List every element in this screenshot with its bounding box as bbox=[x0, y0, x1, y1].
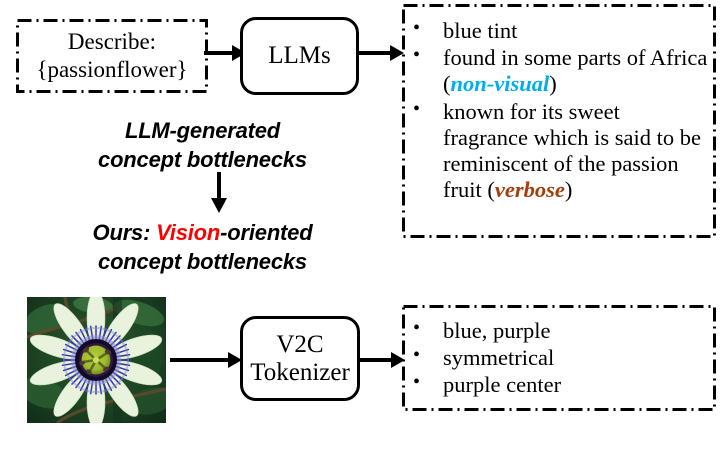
label-llm-generated-line-1: LLM-generated bbox=[124, 118, 281, 143]
bullet-text: symmetrical bbox=[443, 345, 555, 371]
label-ours-vision-line-2: concept bottlenecks bbox=[98, 248, 307, 274]
label-ours-vision-line-1: Ours: Vision-oriented bbox=[0, 219, 565, 248]
arrow-tokenizer-to-output bbox=[357, 352, 405, 368]
bullet-text: found in some parts of Africa ( bbox=[443, 45, 708, 97]
arrow-prompt-to-llm bbox=[204, 45, 246, 61]
llms-box-label: LLMs bbox=[268, 42, 331, 69]
v2c-line-2: Tokenizer bbox=[250, 358, 350, 386]
passionflower-image bbox=[27, 297, 166, 423]
v2c-tokenizer-box: V2C Tokenizer bbox=[240, 316, 360, 401]
llm-output-bullets: blue tint found in some parts of Africa … bbox=[405, 17, 710, 204]
list-item: purple center bbox=[405, 371, 710, 398]
keyword-vision: Vision bbox=[156, 220, 221, 245]
list-item: known for its sweet fragrance which is s… bbox=[405, 98, 710, 204]
prompt-line-2: {passionflower} bbox=[36, 57, 188, 82]
bullet-text: blue, purple bbox=[443, 318, 551, 343]
v2c-line-1: V2C bbox=[276, 330, 324, 358]
down-arrow-icon bbox=[211, 172, 227, 213]
llm-output-box-border bbox=[402, 4, 716, 238]
bullet-text-tail: ) bbox=[564, 177, 573, 203]
keyword-verbose: verbose bbox=[494, 177, 565, 203]
list-item: found in some parts of Africa (non-visua… bbox=[405, 44, 710, 97]
passionflower-illustration bbox=[27, 297, 166, 423]
list-item: blue tint bbox=[405, 17, 710, 44]
prompt-box: Describe: {passionflower} bbox=[16, 19, 208, 93]
arrow-image-to-tokenizer bbox=[170, 352, 242, 368]
label-ours-vision: Ours: Vision-oriented concept bottleneck… bbox=[0, 219, 565, 276]
label-ours-prefix: Ours: bbox=[92, 220, 157, 245]
bullet-text: blue tint bbox=[443, 18, 518, 43]
list-item: blue, purple bbox=[405, 317, 710, 344]
list-item: symmetrical bbox=[405, 344, 710, 371]
prompt-text: Describe: {passionflower} bbox=[16, 19, 208, 93]
label-llm-generated: LLM-generated concept bottlenecks bbox=[0, 117, 565, 174]
label-ours-suffix: -oriented bbox=[220, 220, 313, 245]
label-llm-generated-line-2: concept bottlenecks bbox=[98, 146, 307, 172]
llms-box: LLMs bbox=[240, 17, 359, 95]
v2c-output-bullets: blue, purple symmetrical purple center bbox=[405, 317, 710, 400]
keyword-non-visual: non-visual bbox=[450, 71, 550, 97]
arrow-llm-to-output bbox=[356, 45, 404, 61]
bullet-text: known for its sweet fragrance which is s… bbox=[443, 98, 702, 203]
bullet-text: purple center bbox=[443, 372, 562, 398]
bullet-text-tail: ) bbox=[549, 71, 557, 97]
prompt-line-1: Describe: bbox=[67, 28, 157, 54]
